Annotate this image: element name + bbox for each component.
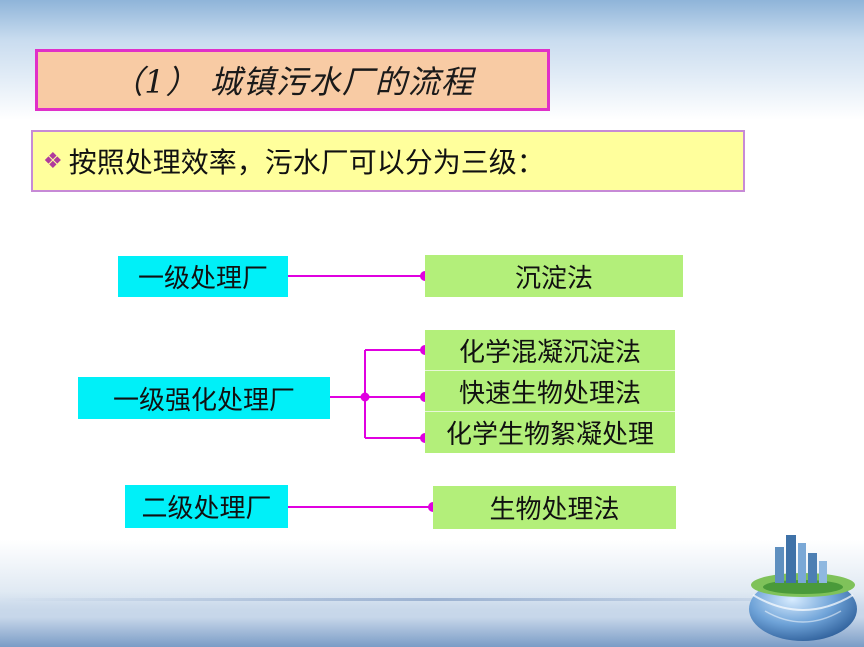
plant-box-secondary: 二级处理厂	[125, 485, 288, 528]
connector-dot	[360, 392, 370, 402]
method-box: 化学混凝沉淀法	[425, 330, 675, 371]
diamond-bullet-icon: ❖	[43, 148, 63, 174]
method-box: 快速生物处理法	[425, 371, 675, 412]
method-label: 化学生物絮凝处理	[445, 420, 654, 450]
plant-label: 一级强化处理厂	[112, 385, 295, 416]
intro-box: ❖ 按照处理效率，污水厂可以分为三级：	[31, 130, 745, 192]
plant-box-enhanced-primary: 一级强化处理厂	[78, 377, 330, 419]
plant-label: 一级处理厂	[137, 264, 268, 294]
method-label: 沉淀法	[514, 263, 593, 294]
method-box: 生物处理法	[433, 486, 676, 529]
plant-box-primary: 一级处理厂	[118, 256, 288, 297]
method-box: 化学生物絮凝处理	[425, 412, 675, 453]
method-label: 化学混凝沉淀法	[458, 337, 641, 368]
method-label: 快速生物处理法	[458, 378, 641, 409]
plant-label: 二级处理厂	[141, 494, 272, 524]
page-title: （1） 城镇污水厂的流程	[111, 63, 474, 101]
bottom-decor-band	[0, 592, 864, 647]
intro-text: 按照处理效率，污水厂可以分为三级：	[68, 146, 545, 179]
method-label: 生物处理法	[489, 495, 620, 525]
globe-city-logo	[749, 535, 857, 641]
method-box: 沉淀法	[425, 255, 683, 297]
title-box: （1） 城镇污水厂的流程	[35, 49, 550, 111]
